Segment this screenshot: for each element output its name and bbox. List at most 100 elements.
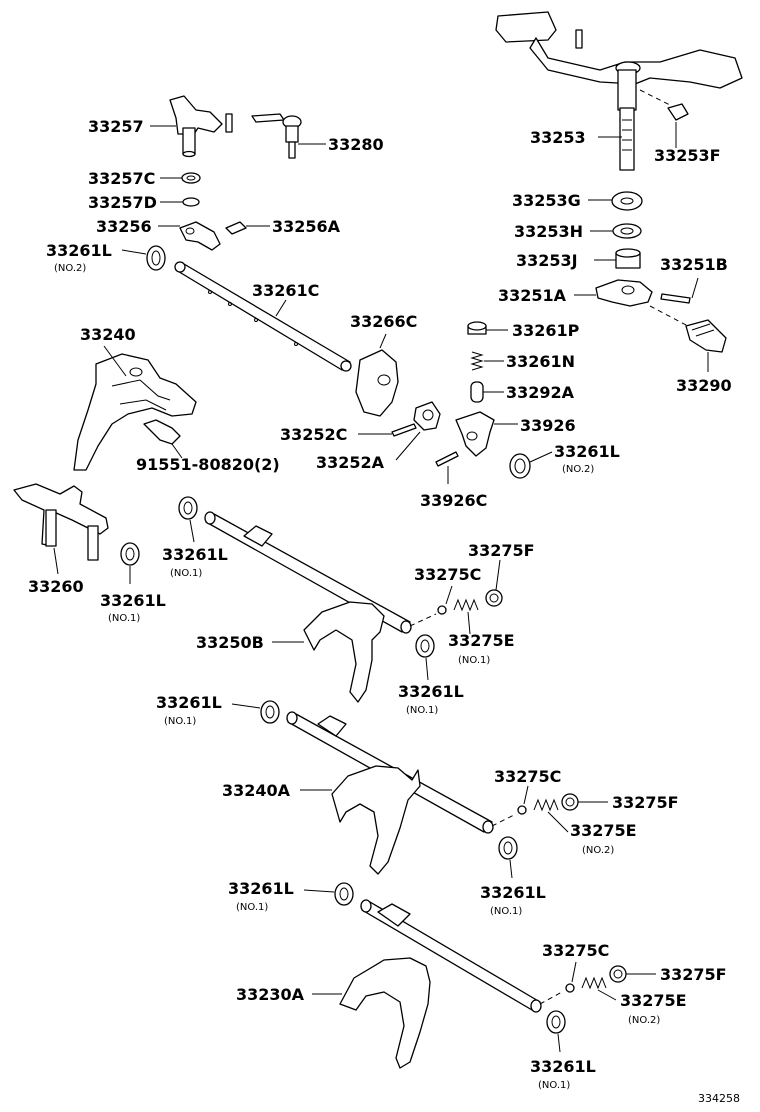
label-33275e-b: 33275E (570, 821, 637, 840)
fork-shaft-33240a (286, 711, 494, 875)
label-33275c-c: 33275C (542, 941, 609, 960)
fork-shaft-33230a (339, 899, 542, 1069)
label-33251a: 33251A (498, 286, 567, 305)
spring-33275e-a (453, 598, 479, 612)
label-33253g: 33253G (512, 191, 581, 210)
ball-33275c-c (565, 983, 575, 993)
label-33240: 33240 (80, 325, 136, 344)
shift-head-33240 (73, 353, 197, 471)
spring-33261n (470, 351, 484, 371)
label-33261c: 33261C (252, 281, 319, 300)
plug-33275f-b (561, 793, 579, 811)
label-33257c: 33257C (88, 169, 155, 188)
plug-33275f-a (485, 589, 503, 607)
note-no1-h: (NO.1) (490, 906, 522, 917)
lever-33256 (179, 221, 221, 251)
clip-33253f (667, 103, 689, 121)
label-33275e-a: 33275E (448, 631, 515, 650)
label-33253: 33253 (530, 128, 586, 147)
label-33275f-a: 33275F (468, 541, 535, 560)
label-33261n: 33261N (506, 352, 575, 371)
figure-reference: 334258 (698, 1092, 740, 1105)
note-no1-c: (NO.1) (108, 613, 140, 624)
label-33261l-i: 33261L (530, 1057, 596, 1076)
note-no1-j: (NO.1) (538, 1080, 570, 1091)
spring-33275e-b (533, 798, 559, 812)
pin-33252c (391, 423, 417, 437)
block-33266c (355, 349, 399, 417)
washer-33257c (181, 172, 201, 184)
shift-head-33260 (13, 483, 109, 561)
label-33253j: 33253J (516, 251, 578, 270)
shaft-33261c (174, 261, 352, 372)
washer-33253h (612, 223, 642, 239)
bushing-33261l-i (546, 1010, 566, 1034)
ball-33275c-a (437, 605, 447, 615)
note-no2-b: (NO.2) (562, 464, 594, 475)
label-33261l-d: 33261L (162, 545, 228, 564)
screw-33256a (225, 221, 247, 235)
label-33240a: 33240A (222, 781, 291, 800)
label-33290: 33290 (676, 376, 732, 395)
label-33261l-h: 33261L (228, 879, 294, 898)
bushing-33261l-c (120, 542, 140, 566)
bushing-33261l-e (415, 634, 435, 658)
lever-33257 (169, 95, 233, 158)
label-33266c: 33266C (350, 312, 417, 331)
plug-33275f-c (609, 965, 627, 983)
label-33251b: 33251B (660, 255, 728, 274)
bushing-33261l-a (146, 245, 166, 271)
note-no2-e: (NO.2) (582, 845, 614, 856)
note-no2-a: (NO.2) (54, 263, 86, 274)
label-33260: 33260 (28, 577, 84, 596)
label-33253h: 33253H (514, 222, 583, 241)
label-33256: 33256 (96, 217, 152, 236)
label-33275c-a: 33275C (414, 565, 481, 584)
note-no1-e: (NO.1) (458, 655, 490, 666)
bolt-91551 (143, 419, 181, 445)
head-33252a (413, 401, 441, 431)
ball-33275c-b (517, 805, 527, 815)
bushing-33261l-g (498, 836, 518, 860)
bushing-33261l-d (178, 496, 198, 520)
note-no1-g: (NO.1) (164, 716, 196, 727)
label-33275e-c: 33275E (620, 991, 687, 1010)
pin-33926c (435, 451, 459, 467)
washer-33257d (182, 197, 200, 207)
plug-33290 (685, 319, 727, 353)
label-33926: 33926 (520, 416, 576, 435)
label-33280: 33280 (328, 135, 384, 154)
label-33261l-e: 33261L (398, 682, 464, 701)
label-33261p: 33261P (512, 321, 580, 340)
label-33261l-b: 33261L (554, 442, 620, 461)
label-33261l-c: 33261L (100, 591, 166, 610)
shift-lever-33253 (495, 11, 743, 171)
label-33275c-b: 33275C (494, 767, 561, 786)
note-no1-f: (NO.1) (406, 705, 438, 716)
bushing-33261l-h (334, 882, 354, 906)
label-33230a: 33230A (236, 985, 305, 1004)
interlock-33926 (455, 411, 495, 457)
label-33292a: 33292A (506, 383, 575, 402)
bushing-33261l-b (509, 453, 531, 479)
pin-33292a (470, 381, 484, 403)
spring-33275e-c (581, 976, 607, 990)
pin-33251b (660, 293, 691, 304)
label-33250b: 33250B (196, 633, 264, 652)
label-33261l-a: 33261L (46, 241, 112, 260)
label-33257: 33257 (88, 117, 144, 136)
bolt-33280 (251, 113, 302, 159)
note-no2-g: (NO.2) (628, 1015, 660, 1026)
bushing-33261l-f (260, 700, 280, 724)
label-33253f: 33253F (654, 146, 721, 165)
label-33252a: 33252A (316, 453, 385, 472)
fork-shaft-33250b (204, 511, 412, 703)
label-33252c: 33252C (280, 425, 347, 444)
label-33261l-g: 33261L (480, 883, 546, 902)
label-33275f-b: 33275F (612, 793, 679, 812)
note-no1-d: (NO.1) (170, 568, 202, 579)
note-no1-i: (NO.1) (236, 902, 268, 913)
label-33926c: 33926C (420, 491, 487, 510)
